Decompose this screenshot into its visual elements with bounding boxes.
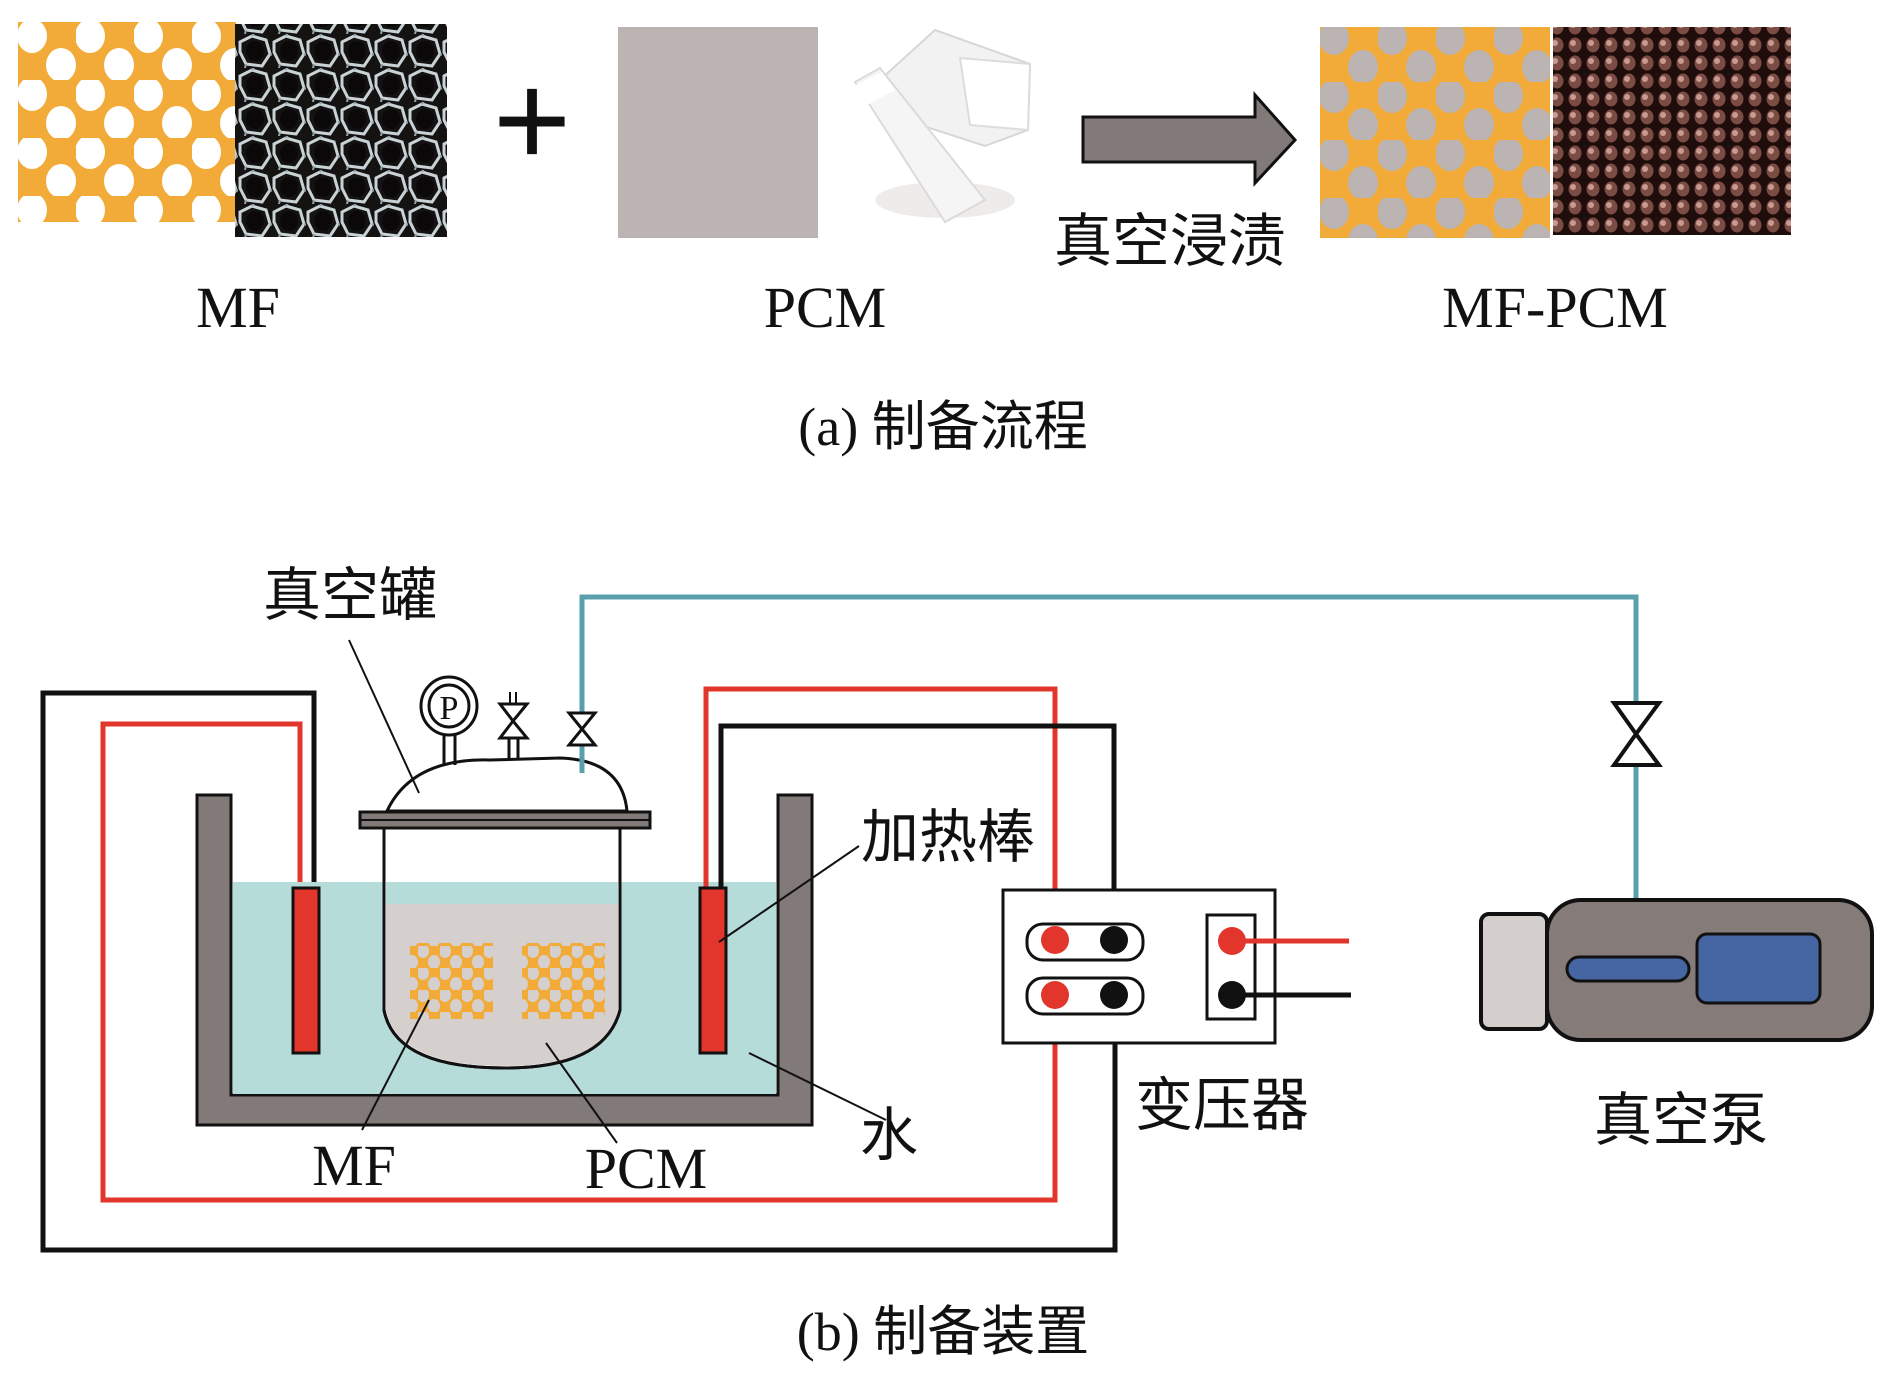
vacuum-tank xyxy=(358,756,652,1070)
mf-item: MF xyxy=(18,22,447,340)
terminal-red-2 xyxy=(1041,981,1069,1009)
vacuum-pump xyxy=(1479,898,1874,1042)
panel-a: MF + PCM 真空浸渍 MF-PCM (a) 制备流程 xyxy=(18,22,1791,457)
vent-valve xyxy=(496,692,531,760)
vacuum-tank-label: 真空罐 xyxy=(263,563,437,628)
heating-rod-label: 加热棒 xyxy=(861,805,1035,870)
transformer xyxy=(1001,888,1351,1045)
pressure-gauge: P xyxy=(419,675,479,765)
panel-b: P xyxy=(40,563,1874,1362)
vacuum-impregnation-label: 真空浸渍 xyxy=(1054,209,1286,274)
mf-pcm-schematic xyxy=(1320,27,1550,238)
heating-rod-left xyxy=(291,886,321,1055)
mf-pcm-photo xyxy=(1553,27,1791,235)
process-arrow: 真空浸渍 xyxy=(1054,91,1298,274)
vacuum-pipe xyxy=(579,594,1639,900)
transformer-label: 变压器 xyxy=(1135,1073,1309,1138)
pump-slot xyxy=(1565,955,1691,983)
water-label: 水 xyxy=(860,1103,918,1168)
mf-pcm-item: MF-PCM xyxy=(1320,27,1791,340)
caption-a: (a) 制备流程 xyxy=(798,397,1087,457)
vacuum-pump-label: 真空泵 xyxy=(1594,1088,1768,1153)
leader-lines xyxy=(348,639,887,1144)
mf-sample-2 xyxy=(522,943,605,1019)
pump-end-cap xyxy=(1479,912,1549,1031)
wire-black-right xyxy=(718,723,1117,940)
wire-red-right xyxy=(703,686,1058,940)
pcm-label: PCM xyxy=(764,275,887,340)
plus-icon: + xyxy=(492,44,572,199)
tank-valve-icon xyxy=(565,711,599,747)
mf-sample-1 xyxy=(410,943,493,1019)
mf-apparatus-label: MF xyxy=(312,1133,396,1198)
pcm-item: PCM xyxy=(618,27,1032,340)
terminal-red-1 xyxy=(1041,926,1069,954)
pressure-gauge-label: P xyxy=(440,690,459,727)
tank-lid-dome xyxy=(384,756,629,813)
mf-photo xyxy=(235,24,447,237)
caption-b: (b) 制备装置 xyxy=(797,1302,1089,1362)
pump-window xyxy=(1695,932,1822,1005)
pcm-apparatus-label: PCM xyxy=(585,1136,708,1201)
right-arrow-icon xyxy=(1081,91,1298,187)
terminal-black-2 xyxy=(1100,981,1128,1009)
wire-red-left-loop xyxy=(100,721,1058,1203)
wire-black-left-loop xyxy=(40,690,1118,1253)
pcm-photo-paraffin-blocks xyxy=(850,28,1032,224)
pcm-schematic xyxy=(618,27,818,238)
mf-pcm-label: MF-PCM xyxy=(1442,275,1668,340)
mf-label: MF xyxy=(196,275,280,340)
bath-wall xyxy=(195,793,814,1127)
heating-rod-right xyxy=(698,886,728,1055)
mf-schematic xyxy=(18,22,236,222)
tank-water-band xyxy=(386,882,618,904)
terminal-black-1 xyxy=(1100,926,1128,954)
pump-valve-icon xyxy=(1610,701,1663,767)
